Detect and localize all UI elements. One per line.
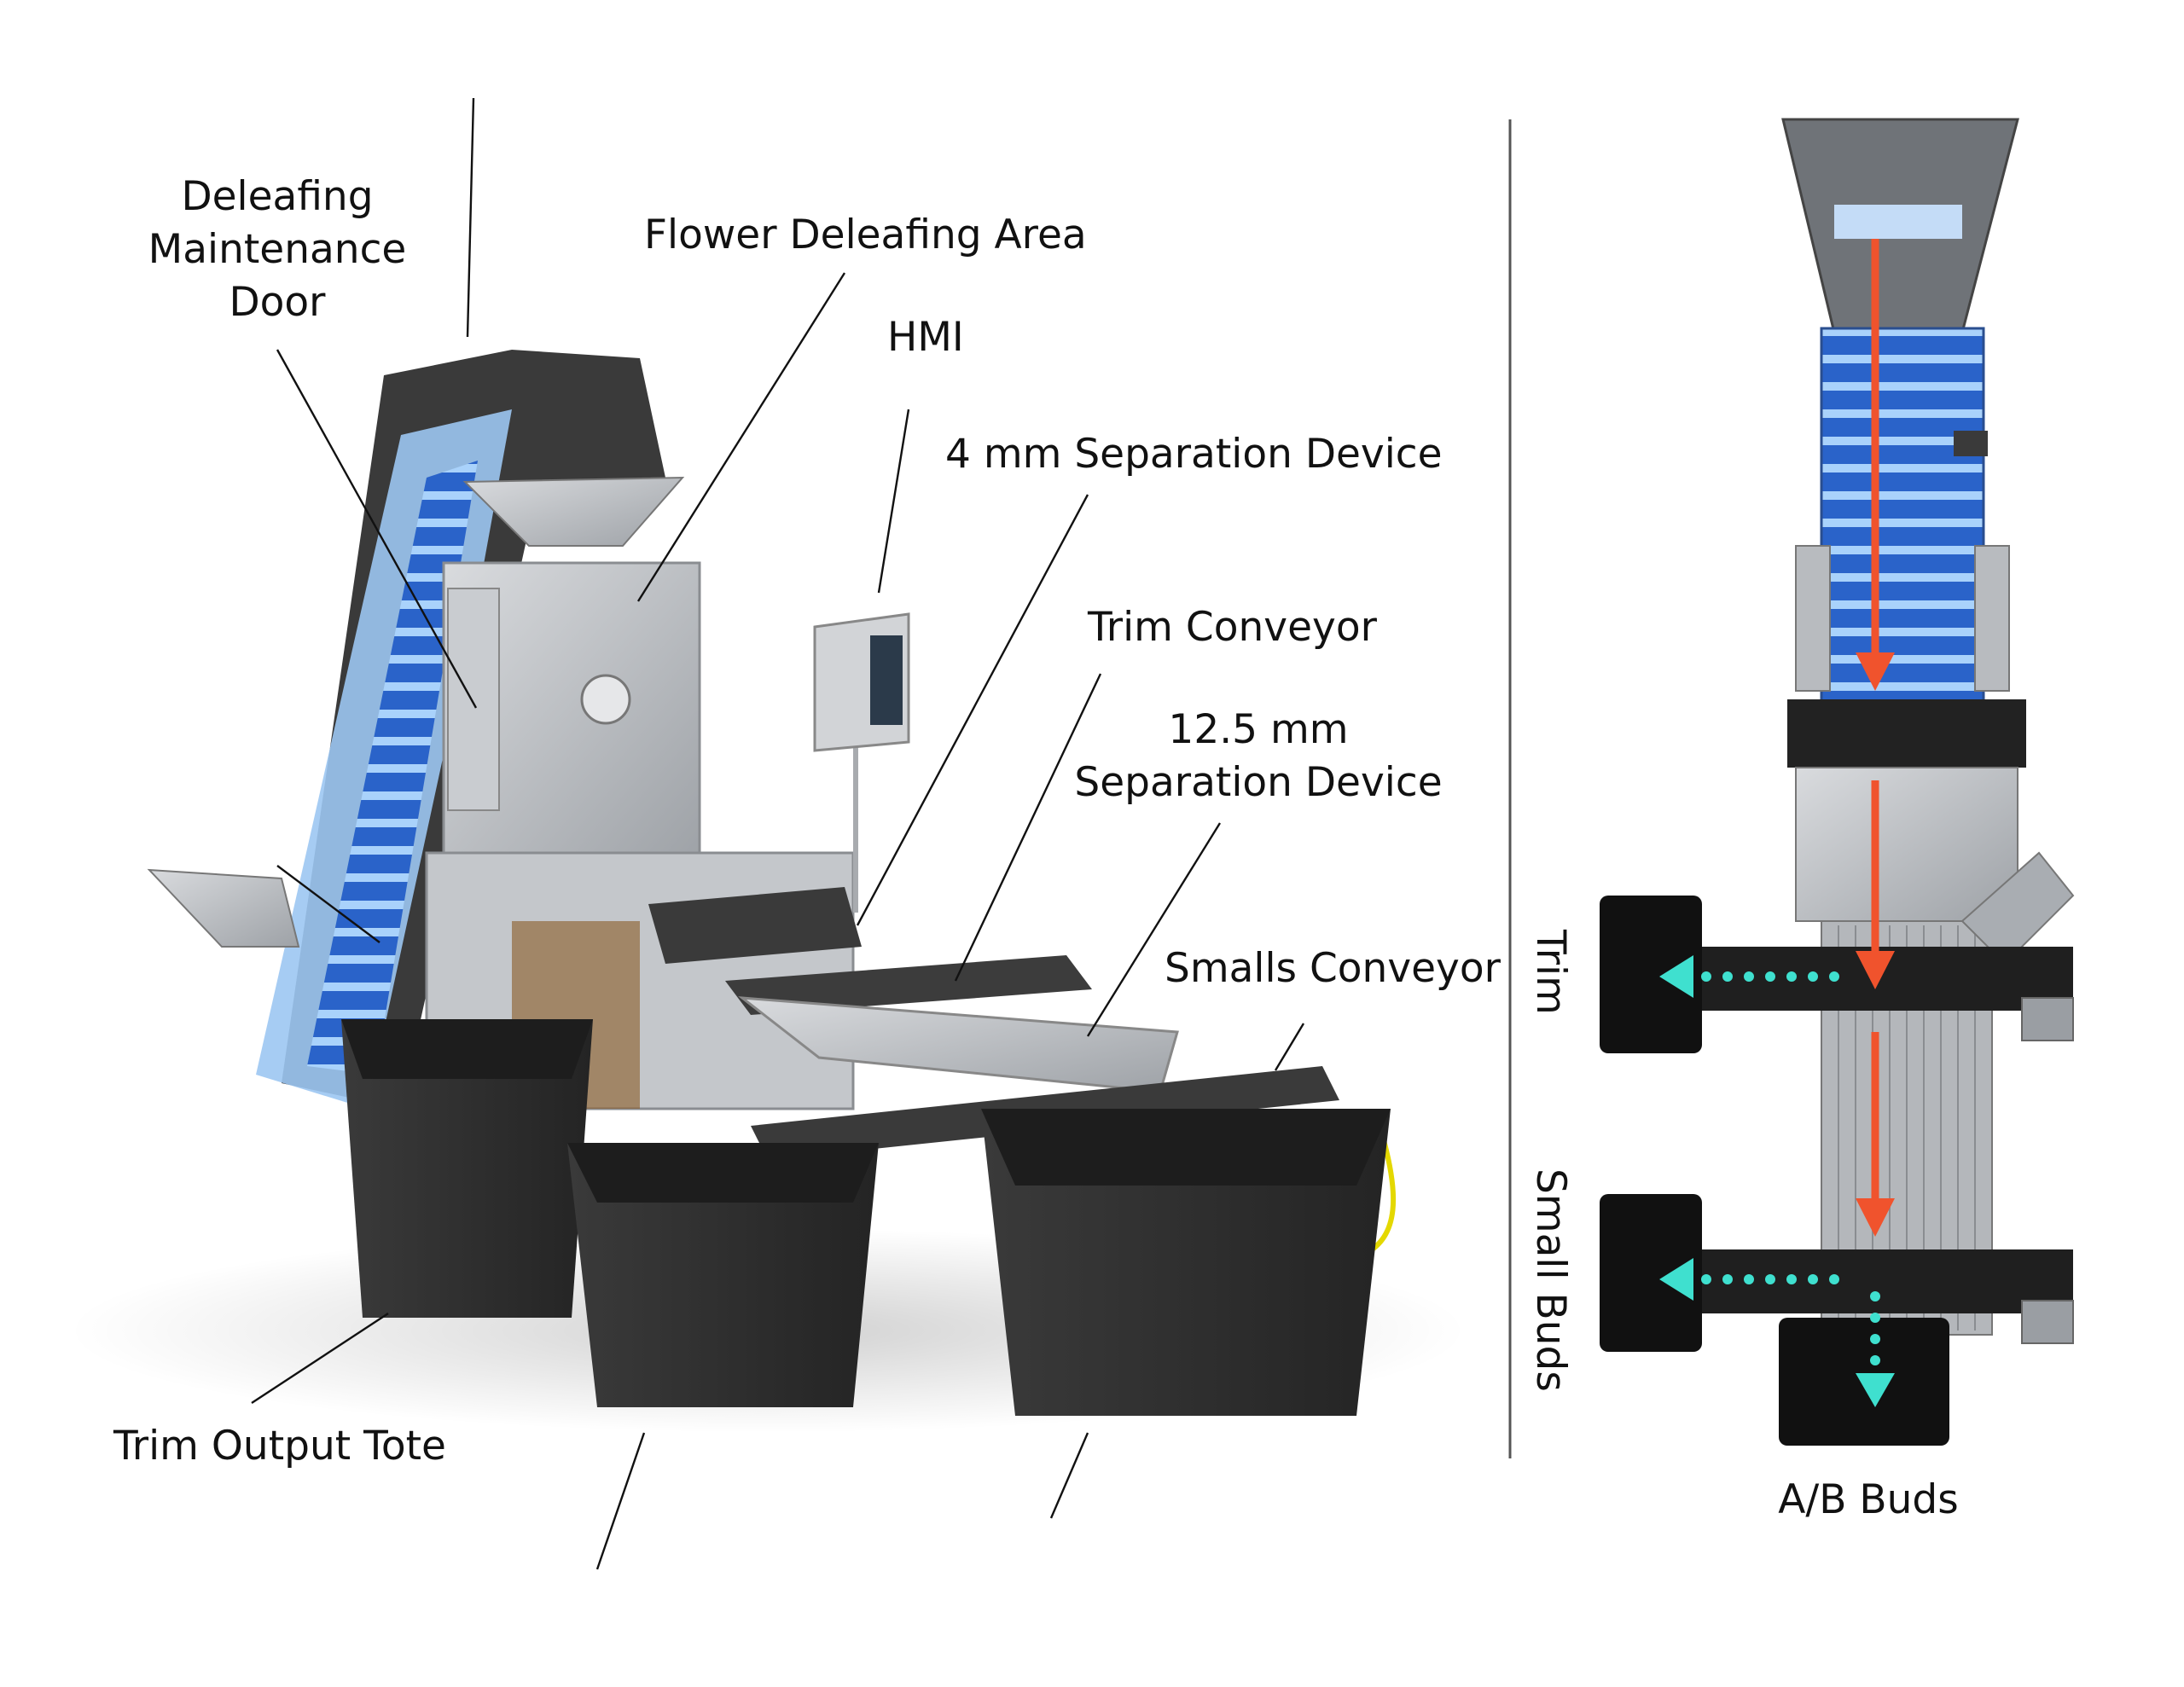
infeed-hopper xyxy=(147,868,300,948)
label-smalls-conveyor: Smalls Conveyor xyxy=(1165,945,1501,992)
top-view-deleafer xyxy=(1787,699,2026,768)
top-view-infeed-belt xyxy=(1820,327,1985,710)
top-view-small-buds-tote xyxy=(1600,1194,1702,1352)
label-hmi: HMI xyxy=(887,314,964,361)
ab-buds-tote xyxy=(981,1109,1391,1416)
callout-leader-lines xyxy=(251,97,1305,1570)
small-buds-tote xyxy=(567,1143,879,1407)
label-trim-conveyor: Trim Conveyor xyxy=(1088,604,1377,651)
label-trim: Trim xyxy=(1527,930,1574,1015)
machine-top-view xyxy=(1600,118,2075,1446)
separation-4mm-conveyor xyxy=(648,887,862,964)
top-view-smalls-conveyor xyxy=(1672,1249,2073,1313)
top-view-trim-tote xyxy=(1600,896,1702,1053)
label-small-buds: Small Buds xyxy=(1527,1168,1574,1392)
trim-output-tote xyxy=(341,1019,593,1318)
label-flower-deleafing-area: Flower Deleafing Area xyxy=(644,212,1087,258)
side-flow-arrows xyxy=(1659,955,1895,1407)
label-4mm-separation-device: 4 mm Separation Device xyxy=(945,431,1443,478)
label-ab-buds: A/B Buds xyxy=(1778,1476,1959,1523)
trim-conveyor-belt xyxy=(725,955,1092,1015)
label-12mm-separation-device: 12.5 mm Separation Device xyxy=(1074,706,1443,806)
machine-3d-view xyxy=(68,350,1467,1433)
label-trim-output-tote: Trim Output Tote xyxy=(113,1423,446,1470)
main-flow-arrows xyxy=(1856,239,1895,1237)
label-deleafing-door: Deleafing Maintenance Door xyxy=(148,173,407,326)
